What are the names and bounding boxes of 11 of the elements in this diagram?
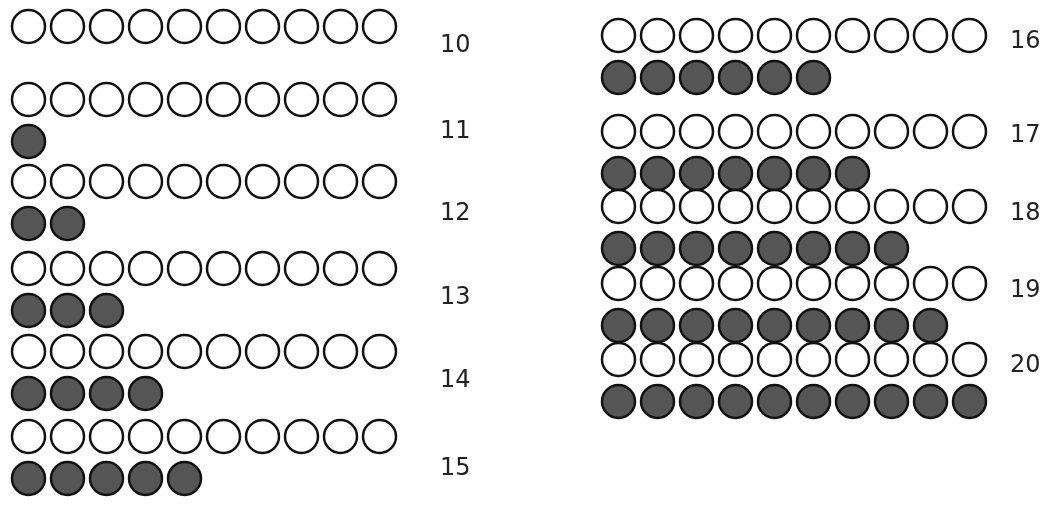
number-label: 19 bbox=[1010, 277, 1041, 301]
number-label: 17 bbox=[1010, 122, 1041, 146]
number-label: 20 bbox=[1010, 352, 1041, 376]
number-label: 16 bbox=[1010, 28, 1041, 52]
number-label: 15 bbox=[440, 455, 471, 479]
number-label: 11 bbox=[440, 118, 471, 142]
number-label: 10 bbox=[440, 32, 471, 56]
number-label: 13 bbox=[440, 284, 471, 308]
number-label: 12 bbox=[440, 200, 471, 224]
number-label: 14 bbox=[440, 367, 471, 391]
number-label: 18 bbox=[1010, 200, 1041, 224]
